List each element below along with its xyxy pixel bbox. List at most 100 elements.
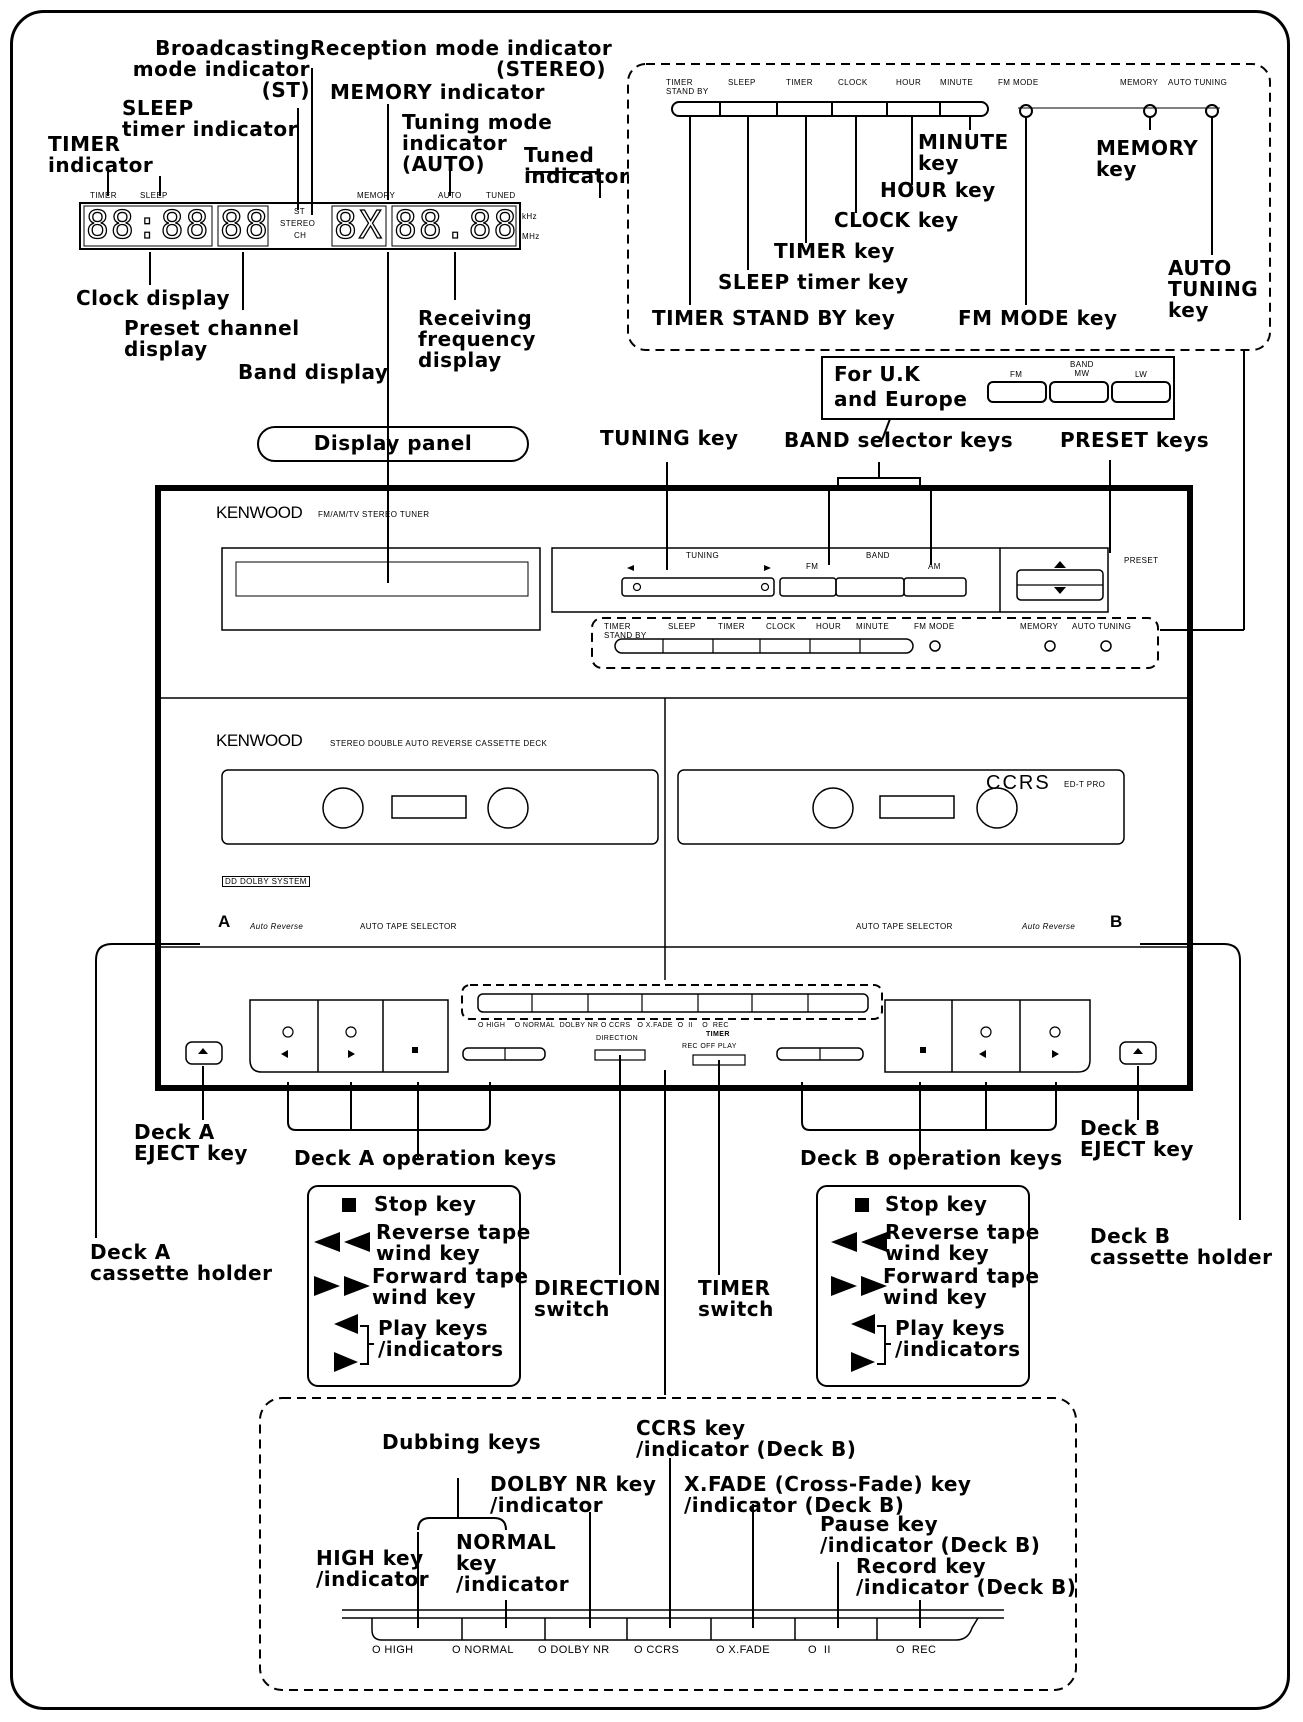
label-auto-tuning-key: AUTO TUNING key	[1168, 256, 1259, 322]
label-high-key: HIGH key /indicator	[316, 1546, 430, 1591]
lcd-band-digits: 8X	[333, 203, 384, 247]
label-deck-a-cassette-holder: Deck A cassette holder	[90, 1240, 273, 1285]
deck-a-stop-key[interactable]	[383, 1000, 448, 1072]
front-key-auto-tuning: AUTO TUNING	[1072, 622, 1132, 631]
deck-direction-label: DIRECTION	[596, 1035, 639, 1042]
label-display-panel: Display panel	[313, 431, 473, 455]
preset-up-key[interactable]	[1017, 570, 1103, 585]
strip-xfade: O X.FADE	[716, 1644, 770, 1656]
label-uk-europe: For U.K and Europe	[834, 362, 968, 411]
lcd-sleep-tag: SLEEP	[140, 191, 168, 200]
band-am-key[interactable]	[904, 578, 966, 596]
stop-icon	[855, 1198, 869, 1212]
deck-a-eject-key[interactable]	[186, 1042, 222, 1064]
timer-switch[interactable]	[693, 1055, 745, 1065]
inset-key-timer-stand-by: TIMER STAND BY	[666, 78, 709, 96]
lcd-memory-tag: MEMORY	[357, 191, 396, 200]
dolby-nr-key[interactable]	[545, 1618, 627, 1640]
play-reverse-icon	[334, 1314, 358, 1334]
strip-dolby-nr: O DOLBY NR	[538, 1644, 610, 1656]
strip-rec: O REC	[896, 1644, 937, 1656]
fast-forward-icon	[831, 1276, 887, 1296]
front-key-timer: TIMER	[718, 622, 745, 631]
front-key-minute: MINUTE	[856, 622, 890, 631]
normal-key[interactable]	[462, 1618, 545, 1640]
main-unit-outline	[155, 485, 1193, 1091]
deck-a-forward-play-key[interactable]	[318, 1000, 383, 1072]
inset-key-hour: HOUR	[896, 78, 922, 87]
label-tuning-mode-indicator: Tuning mode indicator (AUTO)	[402, 110, 553, 176]
deck-a-marker: A	[218, 912, 230, 931]
label-tuning-key: TUNING key	[600, 426, 739, 450]
deck-b-forward-play-key[interactable]	[1020, 1000, 1090, 1072]
legend-stop: Stop key	[885, 1192, 988, 1216]
label-tuned-indicator: Tuned indicator	[524, 143, 630, 188]
inset-key-timer: TIMER	[786, 78, 813, 87]
label-record-key: Record key /indicator (Deck B)	[856, 1554, 1077, 1599]
deck-brand-logo: KENWOOD	[216, 731, 303, 750]
front-key-sleep: SLEEP	[668, 622, 696, 631]
xfade-key[interactable]	[711, 1618, 795, 1640]
strip-pause: O II	[808, 1644, 831, 1656]
tuner-brand-logo: KENWOOD	[216, 503, 303, 522]
inset-key-clock: CLOCK	[838, 78, 868, 87]
tuner-fm-label: FM	[806, 562, 819, 571]
legend-box-deck-b: Stop key Reverse tape wind key Forward t…	[817, 1186, 1039, 1386]
deck-model: STEREO DOUBLE AUTO REVERSE CASSETTE DECK	[330, 739, 548, 748]
label-sleep-timer-key: SLEEP timer key	[718, 270, 909, 294]
lcd-ch-tag: CH	[294, 231, 307, 240]
lcd-tuned-tag: TUNED	[486, 191, 516, 200]
label-direction-switch: DIRECTION switch	[534, 1276, 662, 1321]
label-xfade-key: X.FADE (Cross-Fade) key /indicator (Deck…	[684, 1472, 972, 1517]
lcd-st-tag: ST	[294, 207, 306, 216]
inset-key-minute: MINUTE	[940, 78, 974, 87]
deck-b-eject-key[interactable]	[1120, 1042, 1156, 1064]
high-key[interactable]	[372, 1618, 462, 1640]
deck-timer-label: TIMER	[706, 1031, 730, 1038]
front-key-hour: HOUR	[816, 622, 842, 631]
label-deck-b-operation-keys: Deck B operation keys	[800, 1146, 1063, 1170]
label-deck-b-cassette-holder: Deck B cassette holder	[1090, 1224, 1273, 1269]
direction-switch[interactable]	[595, 1050, 645, 1060]
deck-b-reverse-play-key[interactable]	[952, 1000, 1020, 1072]
label-timer-indicator: TIMER indicator	[48, 132, 154, 177]
label-preset-channel-display: Preset channel display	[124, 316, 300, 361]
tuner-model: FM/AM/TV STEREO TUNER	[318, 510, 430, 519]
lcd-clock-digits: 88:88	[85, 203, 211, 247]
label-broadcasting-mode-indicator: Broadcasting mode indicator (ST)	[132, 36, 310, 102]
strip-normal: O NORMAL	[452, 1644, 514, 1656]
fast-forward-icon	[314, 1276, 370, 1296]
inset-band-fm: FM	[1010, 370, 1023, 379]
inset-key-sleep: SLEEP	[728, 78, 756, 87]
lcd-stereo-tag: STEREO	[280, 219, 316, 228]
label-minute-key: MINUTE key	[918, 130, 1009, 175]
stop-icon	[342, 1198, 356, 1212]
front-key-fm-mode: FM MODE	[914, 622, 955, 631]
deck-strip-labels: O HIGH O NORMAL DOLBY NR O CCRS O X.FADE…	[478, 1022, 729, 1029]
play-forward-icon	[851, 1352, 875, 1372]
pause-key[interactable]	[795, 1618, 877, 1640]
preset-down-key[interactable]	[1017, 585, 1103, 600]
label-timer-key: TIMER key	[774, 239, 895, 263]
legend-reverse: Reverse tape wind key	[885, 1220, 1040, 1265]
label-sleep-timer-indicator: SLEEP timer indicator	[122, 96, 298, 141]
play-bracket	[360, 1325, 374, 1365]
strip-high: O HIGH	[372, 1644, 414, 1656]
label-fm-mode-key: FM MODE key	[958, 306, 1118, 330]
label-timer-switch: TIMER switch	[698, 1276, 774, 1321]
deck-b-stop-key[interactable]	[885, 1000, 952, 1072]
deck-ccrs-sub: ED-T PRO	[1064, 780, 1106, 789]
record-key[interactable]	[877, 1618, 972, 1640]
ccrs-key[interactable]	[627, 1618, 711, 1640]
label-band-display: Band display	[238, 360, 389, 384]
play-reverse-icon	[851, 1314, 875, 1334]
lcd-timer-tag: TIMER	[90, 191, 117, 200]
deck-a-reverse-play-key[interactable]	[250, 1000, 318, 1072]
label-dubbing-keys: Dubbing keys	[382, 1430, 542, 1454]
tuner-band-label: BAND	[866, 551, 890, 560]
tuning-key[interactable]	[622, 578, 774, 596]
band-fm-key[interactable]	[780, 578, 836, 596]
deck-b-marker: B	[1110, 912, 1122, 931]
deck-timer-positions: REC OFF PLAY	[682, 1043, 737, 1050]
